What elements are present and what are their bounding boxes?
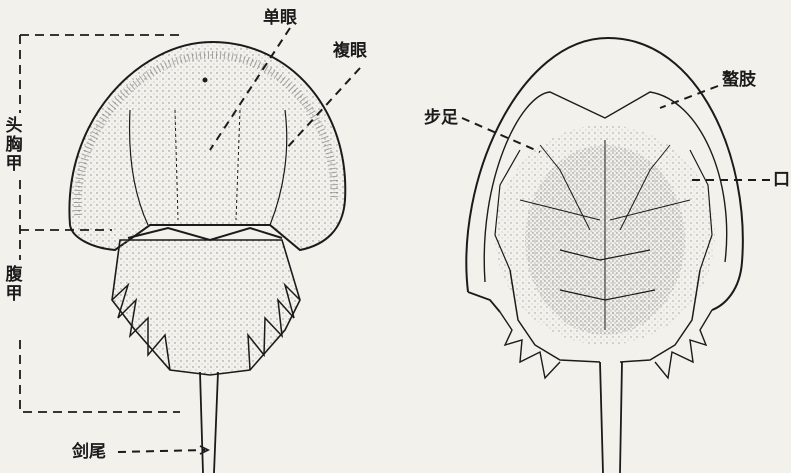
dorsal-abdomen (112, 240, 300, 375)
ventral-view (466, 38, 742, 473)
label-ocellus: 单眼 (263, 10, 297, 27)
label-chelicerae: 螯肢 (722, 72, 756, 89)
label-abdomen: 腹甲 (5, 266, 23, 304)
dorsal-carapace (69, 42, 345, 250)
label-compound-eye: 複眼 (333, 43, 367, 60)
label-walking-legs: 步足 (424, 110, 458, 127)
label-telson: 剑尾 (72, 444, 106, 461)
label-mouth: 口 (773, 172, 790, 189)
label-cephalothorax: 头胸甲 (5, 117, 23, 174)
ventral-telson (600, 362, 622, 473)
leader-telson (118, 450, 205, 452)
legs-region (495, 125, 715, 345)
dorsal-view (69, 42, 345, 473)
dorsal-telson (200, 372, 218, 473)
